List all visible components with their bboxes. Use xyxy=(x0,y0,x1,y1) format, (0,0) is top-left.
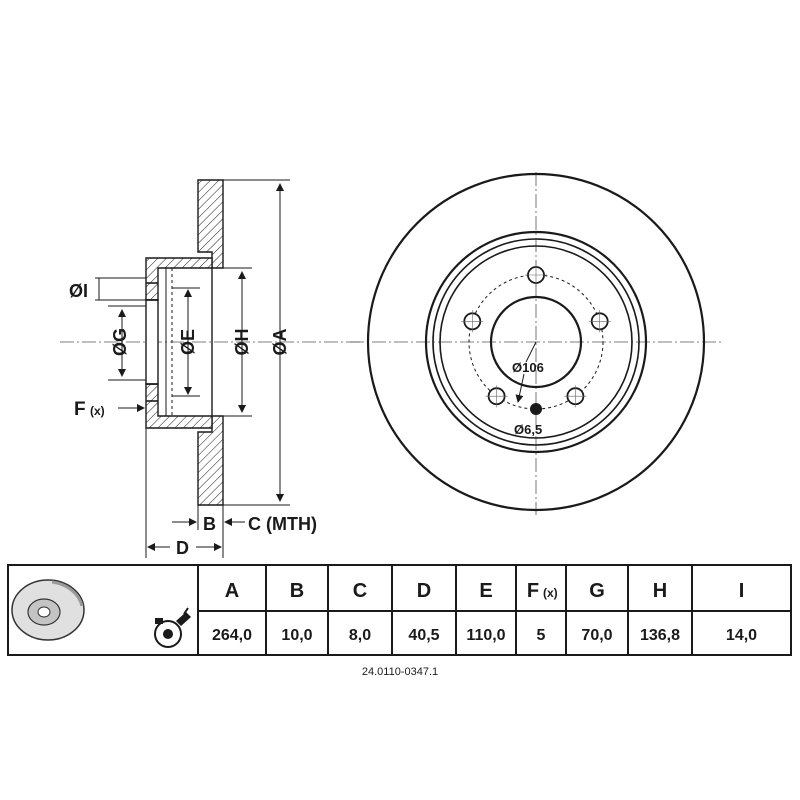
disc-thumbnail-icon xyxy=(11,579,85,641)
dim-b-label: B xyxy=(203,514,216,534)
table-value: 8,0 xyxy=(349,627,371,644)
pcd-leader xyxy=(525,341,537,363)
part-number: 24.0110-0347.1 xyxy=(362,666,438,678)
friction-ring-section xyxy=(197,179,224,506)
hat-wall-top xyxy=(145,257,213,301)
table-header: E xyxy=(479,580,492,602)
dimension-table: A 264,0 B 10,0 C 8,0 D 40,5 E 110,0 F (x) 5 G 70,0 H 136… xyxy=(7,564,792,656)
dim-f-sub: (x) xyxy=(90,404,105,418)
pcd-circle xyxy=(468,274,604,410)
bolt-holes xyxy=(461,264,611,408)
dim-g-label: ØG xyxy=(110,328,130,356)
hat-outer-edge xyxy=(424,230,648,454)
dim-i-label: ØI xyxy=(69,281,88,301)
table-header: D xyxy=(417,580,431,602)
table-header: G xyxy=(589,580,605,602)
hat-wall-bottom xyxy=(145,383,213,429)
table-header: I xyxy=(739,580,745,602)
table-value: 264,0 xyxy=(212,627,252,644)
table-value: 40,5 xyxy=(408,627,439,644)
table-value: 10,0 xyxy=(281,627,312,644)
hat-step-ring xyxy=(432,238,640,446)
disc-outer-edge xyxy=(366,172,706,512)
dim-f-label: F xyxy=(74,399,86,420)
table-columns: A 264,0 B 10,0 C 8,0 D 40,5 E 110,0 F (x) 5 G 70,0 H 136… xyxy=(212,565,757,655)
table-header: B xyxy=(290,580,304,602)
center-bore xyxy=(489,295,583,389)
hole-label: Ø6,5 xyxy=(514,422,542,437)
pin-hole xyxy=(530,403,542,415)
dim-d-label: D xyxy=(176,538,189,558)
table-value: 110,0 xyxy=(466,627,505,644)
front-view: Ø106 Ø6,5 xyxy=(350,172,722,515)
table-header: C xyxy=(353,580,367,602)
pcd-label: Ø106 xyxy=(512,360,544,375)
dim-d-label-bg xyxy=(170,537,196,557)
table-value: 136,8 xyxy=(640,627,680,644)
table-header: F xyxy=(527,580,539,602)
dim-h-label: ØH xyxy=(232,329,252,356)
hub-flange xyxy=(145,299,159,385)
table-header: H xyxy=(653,580,667,602)
table-header-sub: (x) xyxy=(543,586,558,600)
table-header: A xyxy=(225,580,239,602)
section-view: ØI ØG ØE ØH ØA F (x) B C (MTH) xyxy=(60,179,360,558)
dim-c-label: C (MTH) xyxy=(248,514,317,534)
hole-leader xyxy=(515,373,525,403)
hat-inner-ring xyxy=(439,245,633,439)
wrench-icon xyxy=(154,607,191,648)
table-value: 5 xyxy=(537,627,546,644)
table-value: 70,0 xyxy=(581,627,612,644)
dim-a-label: ØA xyxy=(270,328,290,355)
dim-e-label: ØE xyxy=(178,329,198,355)
table-value: 14,0 xyxy=(726,627,757,644)
